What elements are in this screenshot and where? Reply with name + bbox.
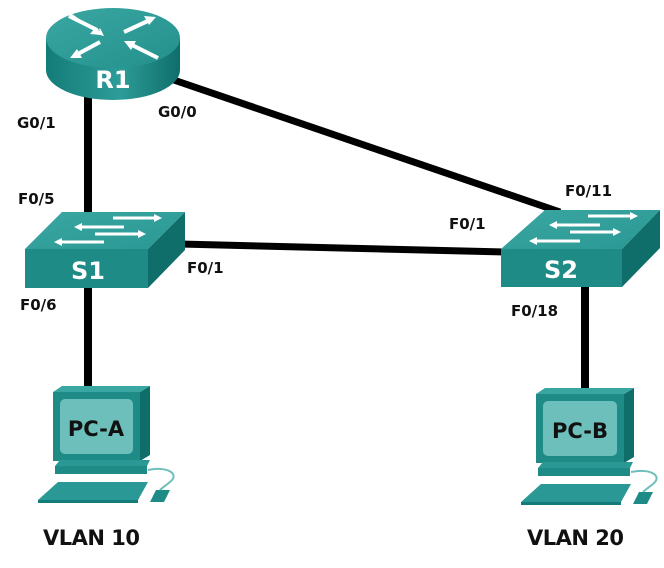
- vlan-label-pcb: VLAN 20: [527, 526, 624, 550]
- pc-screen: [543, 401, 617, 456]
- links: [84, 74, 589, 394]
- pc-b[interactable]: PC-B: [521, 388, 658, 505]
- switch-name: S1: [71, 257, 105, 285]
- vlan-label-pca: VLAN 10: [43, 526, 140, 550]
- router-top: [46, 8, 180, 68]
- pc-monitor-side: [140, 386, 150, 461]
- pc-keyboard-front: [521, 502, 621, 505]
- pc-monitor-side: [624, 388, 634, 463]
- pc-monitor-top: [536, 388, 634, 394]
- port-label-s2-f01: F0/1: [449, 215, 486, 233]
- switch-arrows-icon: [529, 212, 638, 245]
- pc-monitor-top: [53, 386, 150, 392]
- pc-keyboard: [521, 484, 631, 502]
- switch-name: S2: [544, 256, 578, 284]
- pc-base-front: [55, 466, 147, 474]
- switch-top: [501, 210, 660, 249]
- pc-name: PC-B: [552, 419, 608, 443]
- pc-mouse-icon: [150, 490, 170, 502]
- pc-base-front: [538, 468, 630, 476]
- port-label-r1-g00: G0/0: [158, 103, 197, 121]
- switch-side: [622, 210, 660, 287]
- switch-front: [501, 249, 622, 287]
- link-s1-s2: [179, 240, 506, 256]
- port-label-s2-f018: F0/18: [511, 302, 559, 320]
- port-label-s1-f06: F0/6: [20, 296, 57, 314]
- switch-top: [25, 212, 185, 249]
- pc-base: [55, 460, 150, 466]
- pc-screen: [60, 399, 133, 454]
- switch-s2[interactable]: S2: [501, 210, 660, 287]
- router-name: R1: [95, 66, 130, 94]
- pc-mouse-cable: [630, 470, 658, 493]
- pc-mouse-cable: [147, 468, 175, 491]
- switch-s1[interactable]: S1: [25, 212, 185, 288]
- router-r1[interactable]: R1: [46, 8, 180, 100]
- switch-arrows-icon: [54, 214, 162, 246]
- port-label-s2-f011: F0/11: [565, 182, 613, 200]
- port-label-s1-f01: F0/1: [187, 259, 224, 277]
- pc-name: PC-A: [68, 417, 125, 441]
- port-label-r1-g01: G0/1: [17, 114, 56, 132]
- switch-front: [25, 249, 148, 288]
- switch-side: [148, 212, 185, 288]
- pc-base: [538, 462, 633, 468]
- link-r1-s2: [166, 74, 562, 216]
- router-arrows-icon: [68, 14, 159, 60]
- pc-keyboard-front: [38, 500, 138, 503]
- pc-mouse-icon: [633, 492, 653, 504]
- port-label-s1-f05: F0/5: [18, 190, 55, 208]
- pc-keyboard: [38, 482, 148, 500]
- pc-a[interactable]: PC-A: [38, 386, 175, 503]
